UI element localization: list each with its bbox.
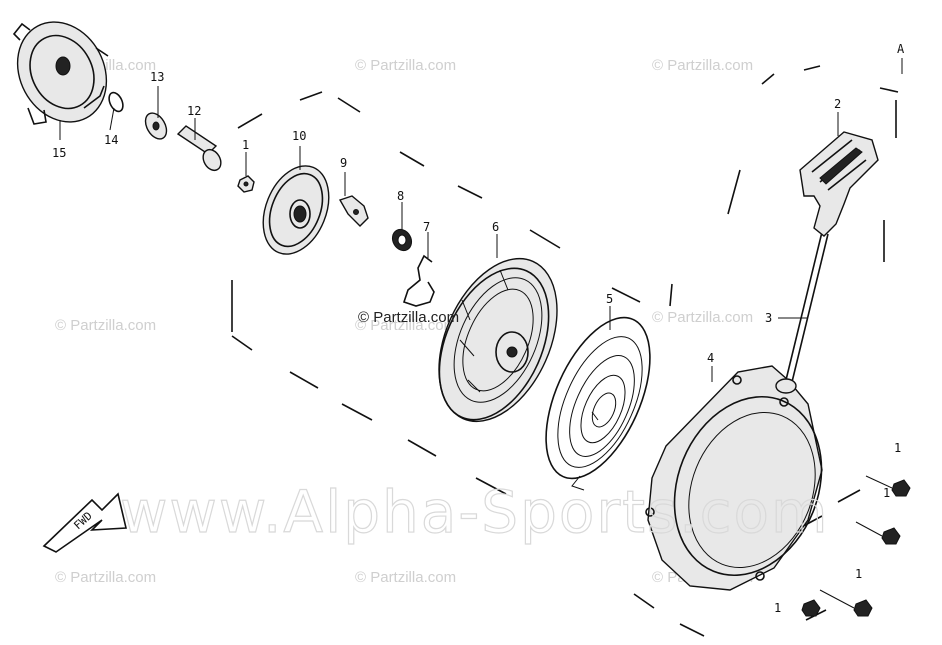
callout-10: 10 — [292, 129, 306, 143]
fwd-label: FWD — [71, 509, 94, 532]
callout-9: 9 — [340, 156, 347, 170]
callout-1-bolt: 1 — [774, 601, 781, 615]
part-7-pawl-spring — [402, 254, 435, 307]
callout-2: 2 — [834, 97, 841, 111]
callout-3: 3 — [765, 311, 772, 325]
part-1-bolt — [855, 521, 901, 545]
watermark-text: © Partzilla.com — [355, 569, 456, 586]
part-1-bolt — [819, 589, 873, 617]
watermark-text: © Partzilla.com — [652, 57, 753, 74]
part-1-bolt — [865, 475, 911, 497]
part-1-nut-upper — [237, 175, 255, 193]
part-2-starter-handle — [799, 131, 879, 237]
part-14-circlip — [108, 91, 124, 113]
watermark-text: © Partzilla.com — [55, 569, 156, 586]
part-6-rope-reel — [438, 257, 558, 423]
callout-1-upper: 1 — [242, 138, 249, 152]
watermark-center: © Partzilla.com — [358, 309, 459, 326]
part-4-starter-housing — [645, 365, 823, 591]
callout-4: 4 — [707, 351, 714, 365]
callout-12: 12 — [187, 104, 201, 118]
part-10-friction-plate — [262, 165, 330, 255]
callout-6: 6 — [492, 220, 499, 234]
reference-mark-a: A — [897, 42, 905, 56]
guide-lines — [231, 65, 899, 637]
callout-5: 5 — [606, 292, 613, 306]
part-1-bolt — [801, 599, 821, 617]
watermark-large: www.Alpha-Sports.com — [120, 478, 830, 546]
watermark-text: © Partzilla.com — [355, 317, 456, 334]
part-15-starter-cup — [12, 21, 109, 125]
callout-leaders — [59, 86, 839, 382]
part-8-bushing — [391, 228, 413, 252]
part-5-recoil-spring — [545, 316, 651, 491]
part-3-starter-rope — [775, 231, 829, 394]
watermark-text: © Partzilla.com — [652, 309, 753, 326]
callout-1-bolt: 1 — [855, 567, 862, 581]
bolt-group — [801, 475, 911, 617]
part-13-washer — [144, 112, 168, 140]
callout-14: 14 — [104, 133, 118, 147]
callout-8: 8 — [397, 189, 404, 203]
watermark-text: © Partzilla.com — [355, 57, 456, 74]
callout-13: 13 — [150, 70, 164, 84]
callout-7: 7 — [423, 220, 430, 234]
callout-1-bolt: 1 — [894, 441, 901, 455]
callout-15: 15 — [52, 146, 66, 160]
watermark-text: © Partzilla.com — [55, 317, 156, 334]
part-9-ratchet-pawl — [338, 195, 369, 227]
callout-1-bolt: 1 — [883, 486, 890, 500]
fwd-arrow: FWD — [42, 492, 127, 553]
part-12-spacer — [176, 125, 222, 172]
callout-labels: 15 14 13 12 1 10 9 8 7 6 5 4 3 2 1 1 1 1… — [52, 42, 905, 615]
